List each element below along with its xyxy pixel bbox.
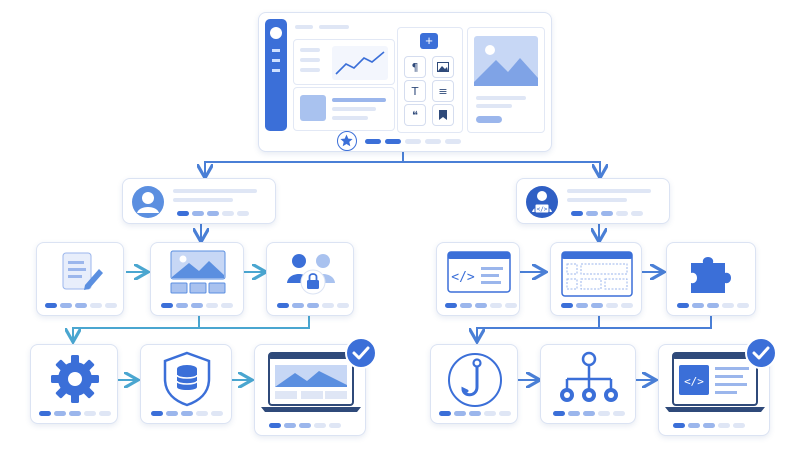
user-roles-card <box>266 242 354 316</box>
layout-builder-card <box>550 242 642 316</box>
arrow-right-row2 <box>477 316 712 340</box>
svg-text:</>: </> <box>684 375 704 388</box>
published-site-card <box>254 344 366 436</box>
sidebar-avatar <box>270 27 282 39</box>
star-icon[interactable] <box>337 131 357 151</box>
image-preview-panel <box>467 27 545 133</box>
text-icon[interactable]: T <box>404 80 426 102</box>
document-edit-icon <box>62 252 103 290</box>
add-block-button[interactable]: + <box>420 33 438 49</box>
arrow-top-left <box>205 152 404 176</box>
dashboard-sidebar <box>265 19 287 131</box>
progress-dots <box>161 303 233 308</box>
svg-text:</>: </> <box>451 270 475 285</box>
progress-dots <box>45 303 117 308</box>
check-badge-icon <box>345 337 377 369</box>
arrow-left-row2 <box>73 316 310 340</box>
webhook-icon <box>448 353 502 407</box>
progress-dots <box>561 303 633 308</box>
user-avatar-icon <box>132 186 164 218</box>
progress-dots <box>553 411 625 416</box>
arrow-top-right <box>403 161 600 176</box>
pagination-dots <box>365 139 461 144</box>
landscape-image-icon <box>474 36 538 86</box>
image-gallery-icon <box>170 250 226 294</box>
preview-button[interactable] <box>476 116 502 123</box>
plugin-puzzle-icon <box>691 257 731 293</box>
content-model-card <box>540 344 636 424</box>
code-deploy-laptop-icon: </> <box>665 352 765 412</box>
code-window-icon: </> <box>447 251 511 293</box>
progress-dots <box>677 303 749 308</box>
settings-gear-icon <box>51 355 99 403</box>
hierarchy-icon <box>560 351 618 402</box>
progress-dots <box>439 411 511 416</box>
secure-database-card <box>140 344 232 424</box>
plugins-card <box>666 242 756 316</box>
quote-icon[interactable]: ❝ <box>404 104 426 126</box>
block-toolbar: + ¶ T ≡ ❝ <box>397 27 463 133</box>
progress-dots <box>39 411 111 416</box>
user-permissions-icon <box>287 254 335 295</box>
published-site-laptop-icon <box>261 352 361 412</box>
content-author-card <box>122 178 276 224</box>
svg-text:</>: </> <box>537 206 548 213</box>
progress-dots <box>445 303 517 308</box>
align-icon[interactable]: ≡ <box>432 80 454 102</box>
progress-dots <box>151 411 223 416</box>
paragraph-icon[interactable]: ¶ <box>404 56 426 78</box>
progress-dots <box>269 423 341 428</box>
database-security-icon <box>163 351 211 407</box>
media-text-panel <box>293 87 395 131</box>
media-library-card <box>150 242 244 316</box>
check-badge-icon <box>745 337 777 369</box>
bookmark-icon[interactable] <box>432 104 454 126</box>
developer-avatar-icon: </> <box>526 186 558 218</box>
progress-dots <box>177 211 249 216</box>
settings-card <box>30 344 118 424</box>
code-deploy-card: </> <box>658 344 770 436</box>
layout-grid-icon <box>561 251 633 297</box>
thumbnail-icon <box>300 95 326 121</box>
cms-dashboard-card: + ¶ T ≡ ❝ <box>258 12 552 152</box>
content-draft-card <box>36 242 124 316</box>
progress-dots <box>673 423 745 428</box>
progress-dots <box>277 303 349 308</box>
line-chart-panel <box>293 39 395 85</box>
image-icon[interactable] <box>432 56 454 78</box>
trend-line-icon <box>332 46 388 80</box>
developer-card: </> <box>516 178 670 224</box>
code-editor-card: </> <box>436 242 520 316</box>
progress-dots <box>571 211 643 216</box>
webhooks-card <box>430 344 518 424</box>
